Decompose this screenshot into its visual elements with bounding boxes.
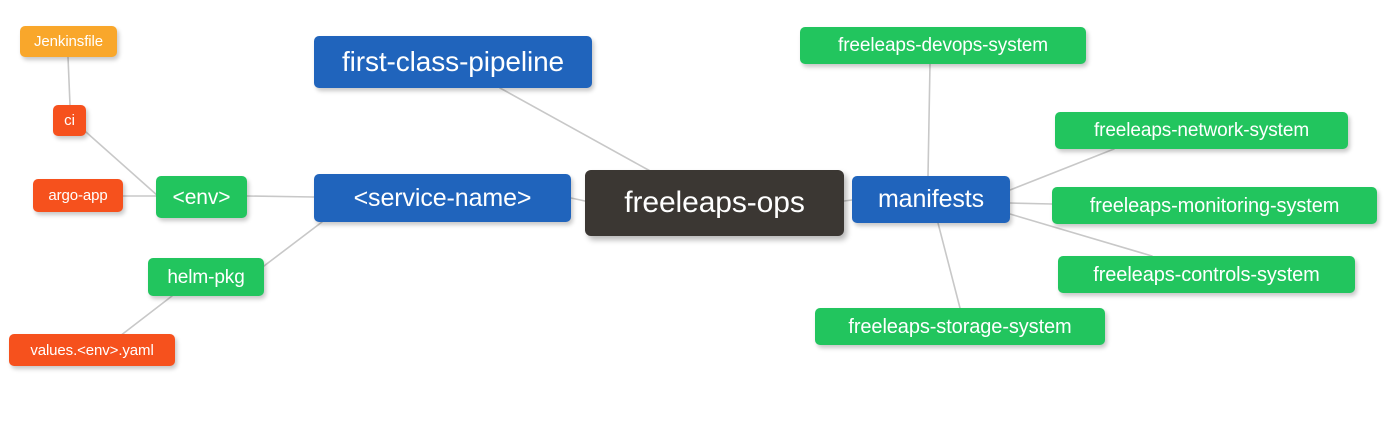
node-controls-system[interactable]: freeleaps-controls-system — [1058, 256, 1355, 293]
node-env[interactable]: <env> — [156, 176, 247, 218]
node-label: ci — [64, 112, 75, 129]
node-label: <service-name> — [353, 183, 532, 212]
edge-manifests-to-network-system — [1009, 148, 1115, 191]
edge-service-name-to-freeleaps-ops — [570, 197, 586, 202]
edge-first-class-pipeline-to-freeleaps-ops — [499, 87, 653, 173]
node-label: freeleaps-monitoring-system — [1089, 194, 1340, 217]
edge-manifests-to-devops-system — [927, 63, 931, 177]
node-service-name[interactable]: <service-name> — [314, 174, 571, 222]
node-label: freeleaps-controls-system — [1093, 263, 1320, 286]
node-first-class-pipeline[interactable]: first-class-pipeline — [314, 36, 592, 88]
node-label: first-class-pipeline — [341, 46, 565, 77]
node-jenkinsfile[interactable]: Jenkinsfile — [20, 26, 117, 57]
edge-service-name-to-helm-pkg — [263, 221, 323, 267]
node-network-system[interactable]: freeleaps-network-system — [1055, 112, 1348, 149]
node-monitoring-system[interactable]: freeleaps-monitoring-system — [1052, 187, 1377, 224]
node-label: argo-app — [48, 187, 108, 204]
node-storage-system[interactable]: freeleaps-storage-system — [815, 308, 1105, 345]
node-argo-app[interactable]: argo-app — [33, 179, 123, 212]
node-values-env-yaml[interactable]: values.<env>.yaml — [9, 334, 175, 366]
edge-manifests-to-storage-system — [937, 222, 961, 309]
node-label: Jenkinsfile — [34, 33, 103, 50]
edge-freeleaps-ops-to-manifests — [843, 199, 853, 202]
node-ci[interactable]: ci — [53, 105, 86, 136]
node-label: values.<env>.yaml — [30, 341, 154, 359]
node-label: freeleaps-ops — [624, 186, 805, 219]
node-label: freeleaps-storage-system — [848, 315, 1072, 338]
node-label: freeleaps-network-system — [1093, 120, 1310, 141]
node-freeleaps-ops[interactable]: freeleaps-ops — [585, 170, 844, 236]
node-label: <env> — [172, 185, 231, 209]
edge-helm-pkg-to-values-env-yaml — [119, 295, 173, 337]
node-manifests[interactable]: manifests — [852, 176, 1010, 223]
edge-manifests-to-monitoring-system — [1009, 202, 1053, 205]
node-label: manifests — [877, 185, 985, 213]
node-label: helm-pkg — [167, 266, 245, 288]
edge-jenkinsfile-to-ci — [67, 56, 71, 106]
edge-env-to-service-name — [246, 195, 315, 198]
node-devops-system[interactable]: freeleaps-devops-system — [800, 27, 1086, 64]
node-helm-pkg[interactable]: helm-pkg — [148, 258, 264, 296]
node-label: freeleaps-devops-system — [838, 35, 1048, 56]
